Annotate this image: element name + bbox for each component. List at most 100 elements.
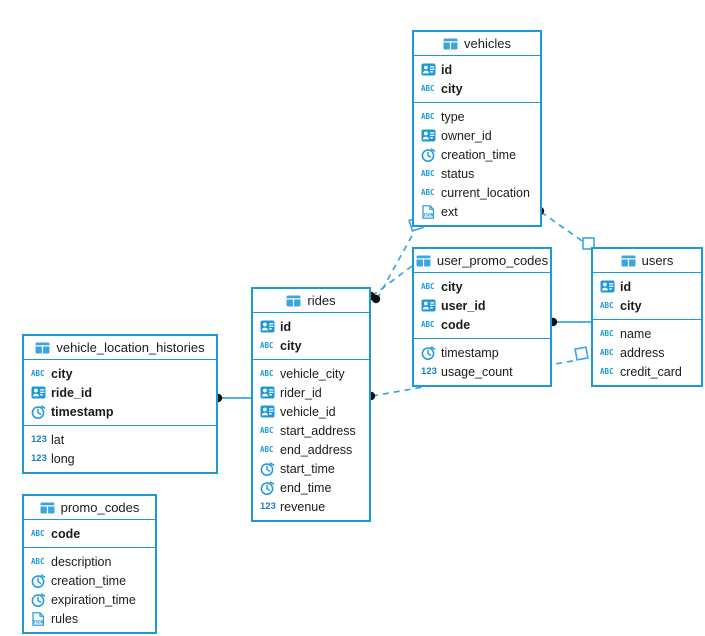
field-row[interactable]: rider_id [253, 383, 369, 402]
uuid-icon [421, 129, 436, 142]
field-name: owner_id [441, 128, 492, 143]
field-name: start_address [280, 423, 356, 438]
text-icon: ABC [421, 83, 435, 93]
text-icon: ABC [31, 368, 45, 378]
field-name: start_time [280, 461, 335, 476]
field-name: end_time [280, 480, 332, 495]
field-name: lat [51, 432, 65, 447]
field-row[interactable]: owner_id [414, 126, 540, 145]
field-row[interactable]: id [253, 317, 369, 336]
field-row[interactable]: timestamp [24, 402, 216, 421]
timestamp-icon [260, 461, 275, 476]
field-row[interactable]: user_id [414, 296, 550, 315]
field-name: city [441, 81, 463, 96]
field-name: long [51, 451, 75, 466]
table-icon [416, 255, 431, 267]
entity-title: vehicles [464, 36, 511, 51]
json-icon: JSON [421, 204, 436, 219]
field-name: id [620, 279, 632, 294]
relationship-vehicles-users[interactable] [535, 206, 595, 250]
field-row[interactable]: creation_time [414, 145, 540, 164]
text-icon: ABC [600, 328, 614, 338]
field-row[interactable]: ABC city [414, 79, 540, 98]
field-name: city [51, 366, 73, 381]
field-row[interactable]: id [414, 60, 540, 79]
text-icon: ABC [421, 319, 435, 329]
text-icon: ABC [260, 368, 274, 378]
field-name: vehicle_city [280, 366, 345, 381]
table-icon [286, 295, 301, 307]
field-row[interactable]: end_time [253, 478, 369, 497]
field-row[interactable]: vehicle_id [253, 402, 369, 421]
entity-header[interactable]: user_promo_codes [414, 249, 550, 273]
text-icon: ABC [260, 444, 274, 454]
field-row[interactable]: ABC vehicle_city [253, 364, 369, 383]
field-row[interactable]: timestamp [414, 343, 550, 362]
field-row[interactable]: ABC city [24, 364, 216, 383]
field-row[interactable]: id [593, 277, 701, 296]
json-icon: JSON [31, 611, 46, 626]
relationship-rides-user-promo-codes[interactable] [366, 265, 413, 301]
field-name: end_address [280, 442, 353, 457]
relationship-vlh-rides[interactable] [213, 393, 253, 403]
uuid-icon [260, 320, 275, 333]
entity-header[interactable]: vehicles [414, 32, 540, 56]
field-row[interactable]: ride_id [24, 383, 216, 402]
text-icon: ABC [421, 168, 435, 178]
entity-header[interactable]: promo_codes [24, 496, 155, 520]
table-icon [621, 255, 636, 267]
field-name: status [441, 166, 475, 181]
field-name: vehicle_id [280, 404, 336, 419]
entity-header[interactable]: users [593, 249, 701, 273]
field-row[interactable]: ABC end_address [253, 440, 369, 459]
field-row[interactable]: JSON rules [24, 609, 155, 628]
field-name: creation_time [441, 147, 517, 162]
number-icon: 123 [260, 500, 276, 512]
field-row[interactable]: expiration_time [24, 590, 155, 609]
field-name: rules [51, 611, 79, 626]
field-row[interactable]: creation_time [24, 571, 155, 590]
uuid-icon [31, 386, 46, 399]
field-row[interactable]: start_time [253, 459, 369, 478]
entity-header[interactable]: vehicle_location_histories [24, 336, 216, 360]
entity-header[interactable]: rides [253, 289, 369, 313]
table-icon [35, 342, 50, 354]
uuid-icon [600, 280, 615, 293]
text-icon: ABC [600, 347, 614, 357]
text-icon: ABC [421, 111, 435, 121]
text-icon: ABC [260, 340, 274, 350]
entity-title: user_promo_codes [436, 253, 549, 268]
field-row[interactable]: ABC status [414, 164, 540, 183]
relationship-upc-users[interactable] [548, 317, 592, 327]
